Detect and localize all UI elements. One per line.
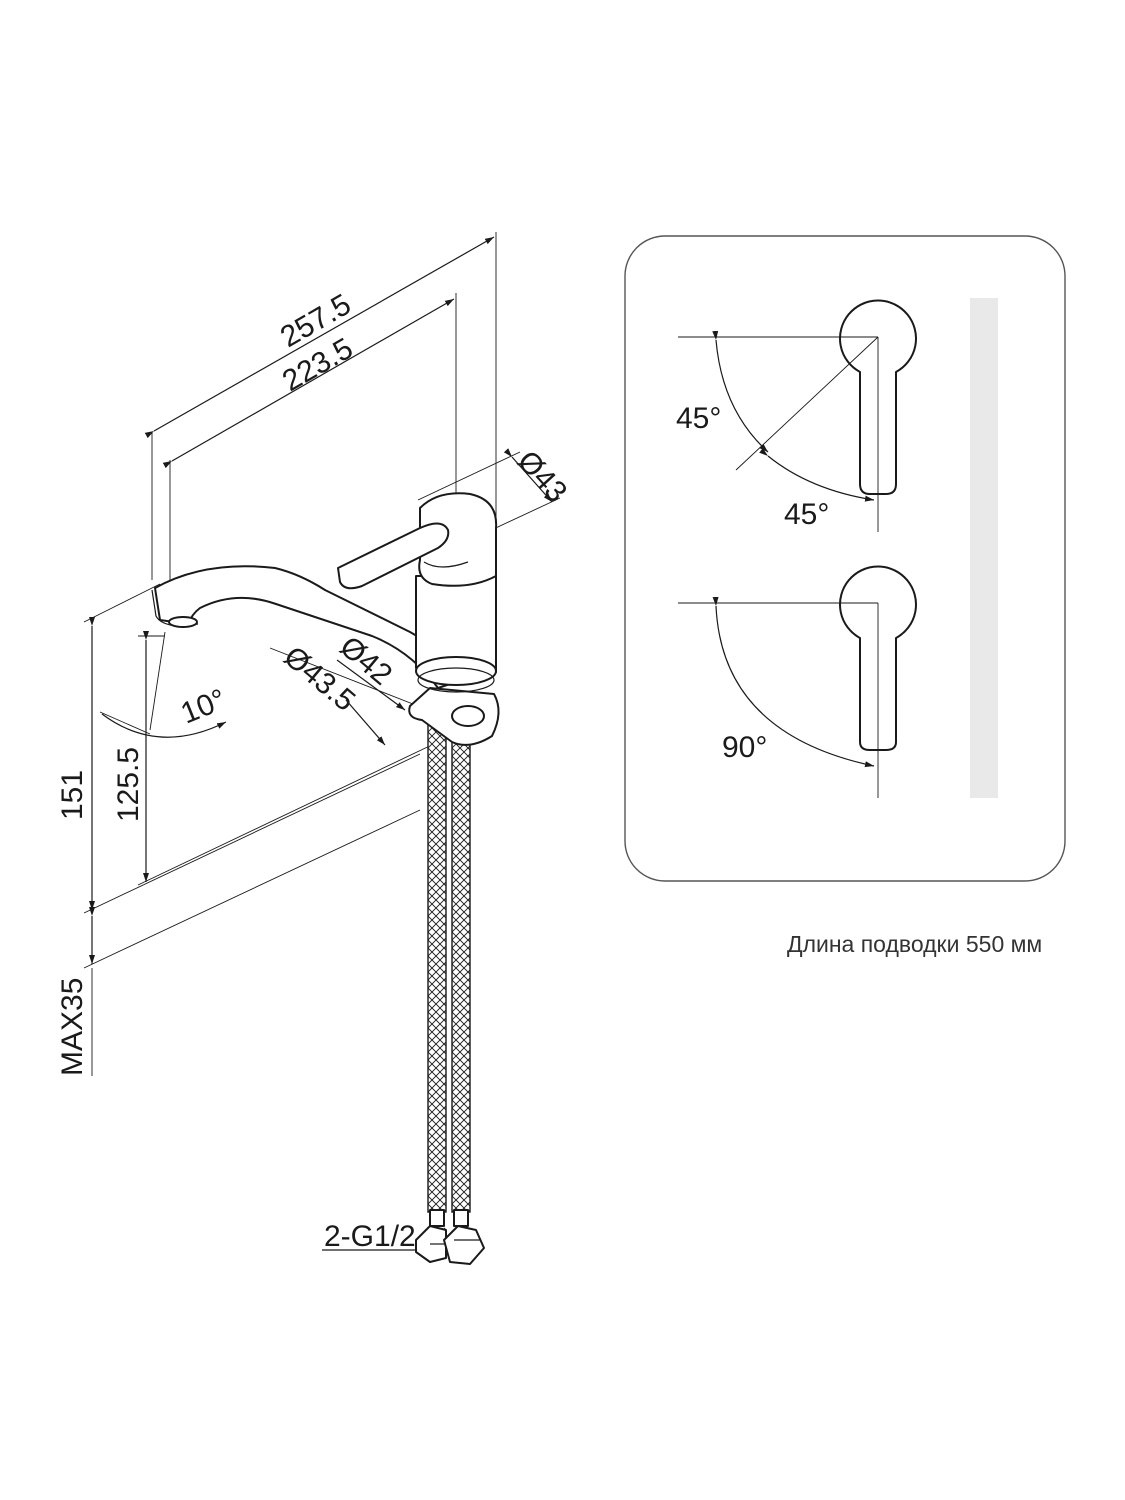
lever-handle[interactable] — [337, 522, 450, 590]
panel-wall-strip — [970, 298, 998, 798]
label-45-horizontal: 45° — [784, 498, 829, 531]
aerator — [168, 616, 198, 628]
supply-hose-right — [451, 719, 471, 1213]
arc-90 — [712, 596, 875, 768]
faucet-body — [151, 492, 500, 1265]
spout — [154, 565, 451, 689]
label-d43: Ø43 — [511, 445, 573, 509]
dim-d43-5-line — [345, 699, 386, 746]
arc-45-horizontal — [759, 448, 875, 502]
hose-length-note: Длина подводки 550 мм — [787, 931, 1043, 957]
label-125: 125.5 — [112, 747, 145, 822]
dimension-lines — [83, 232, 561, 1251]
label-45-vertical: 45° — [676, 402, 721, 435]
label-connection: 2-G1/2 — [324, 1220, 416, 1253]
dim-10deg-arc — [101, 713, 227, 738]
supply-hose-left — [427, 719, 447, 1213]
hose-nut-right — [443, 1225, 485, 1265]
dim-d43-line — [503, 448, 553, 503]
dim-223-line — [162, 298, 455, 469]
handle-rotation-panel: 45° 45° 90° — [624, 235, 1066, 882]
label-90: 90° — [722, 731, 767, 764]
label-max35: MAX35 — [56, 978, 89, 1076]
label-151: 151 — [56, 770, 89, 820]
arc-45-vertical — [712, 330, 769, 453]
dim-d42-line — [336, 659, 406, 711]
lever-housing — [418, 492, 498, 587]
